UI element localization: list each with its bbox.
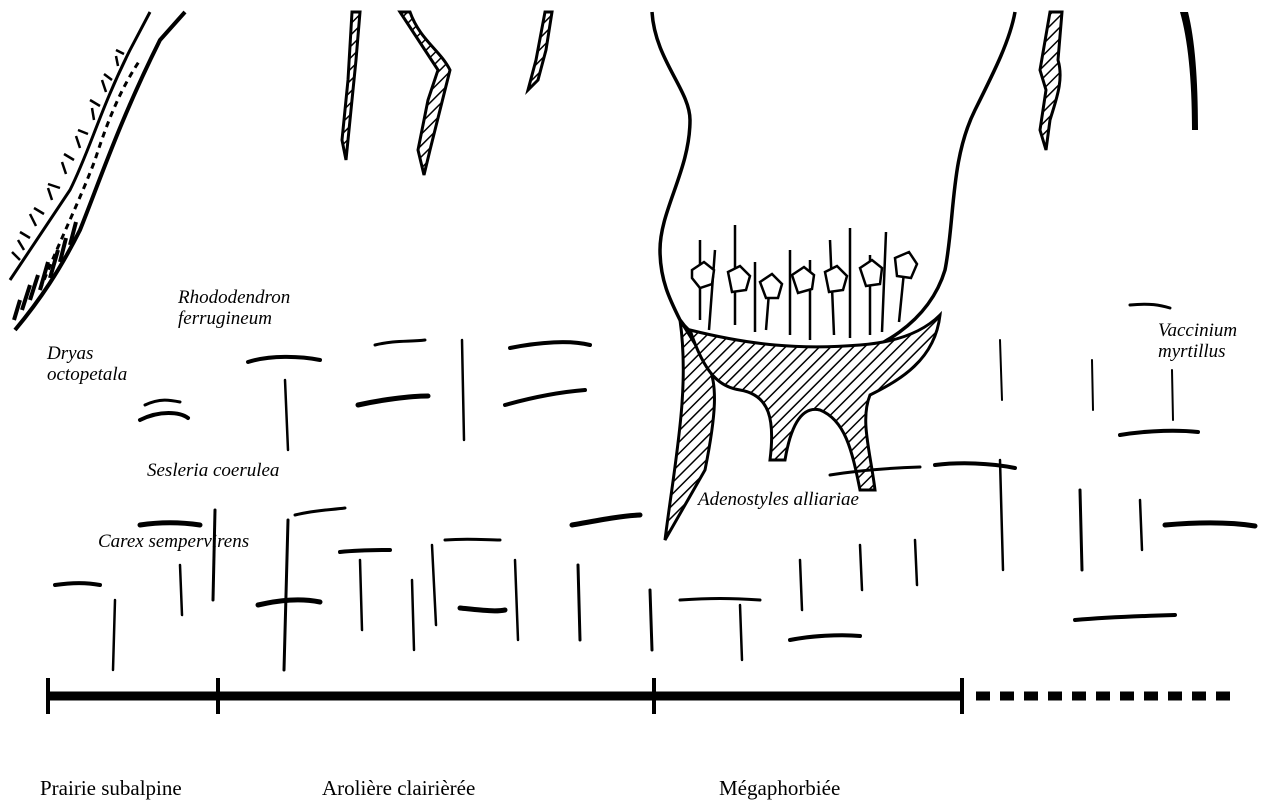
left-slope bbox=[10, 12, 185, 330]
species-vaccinium-line2: myrtillus bbox=[1158, 341, 1237, 362]
zone-label-megaphorbiee: Mégaphorbiée bbox=[719, 776, 840, 801]
species-label-adenostyles: Adenostyles alliariae bbox=[698, 489, 859, 510]
species-rhododendron-line1: Rhododendron bbox=[178, 287, 290, 308]
ground-vegetation bbox=[55, 304, 1255, 670]
species-label-dryas: Dryas octopetala bbox=[47, 343, 127, 385]
species-dryas-line2: octopetala bbox=[47, 364, 127, 385]
species-rhododendron-line2: ferrugineum bbox=[178, 308, 290, 329]
zone-label-aroliere-clairieree: Arolière clairièrée bbox=[322, 776, 475, 801]
zone-label-prairie-subalpine: Prairie subalpine bbox=[40, 776, 182, 801]
species-label-carex: Carex sempervirens bbox=[98, 531, 249, 552]
species-label-sesleria: Sesleria coerulea bbox=[147, 460, 279, 481]
zone-scale-bar bbox=[48, 678, 1240, 714]
species-dryas-line1: Dryas bbox=[47, 343, 127, 364]
species-label-rhododendron: Rhododendron ferrugineum bbox=[178, 287, 290, 329]
megaphorb-funnel bbox=[652, 12, 1015, 540]
species-label-vaccinium: Vaccinium myrtillus bbox=[1158, 320, 1237, 362]
species-vaccinium-line1: Vaccinium bbox=[1158, 320, 1237, 341]
tree-trunks bbox=[342, 12, 1198, 175]
